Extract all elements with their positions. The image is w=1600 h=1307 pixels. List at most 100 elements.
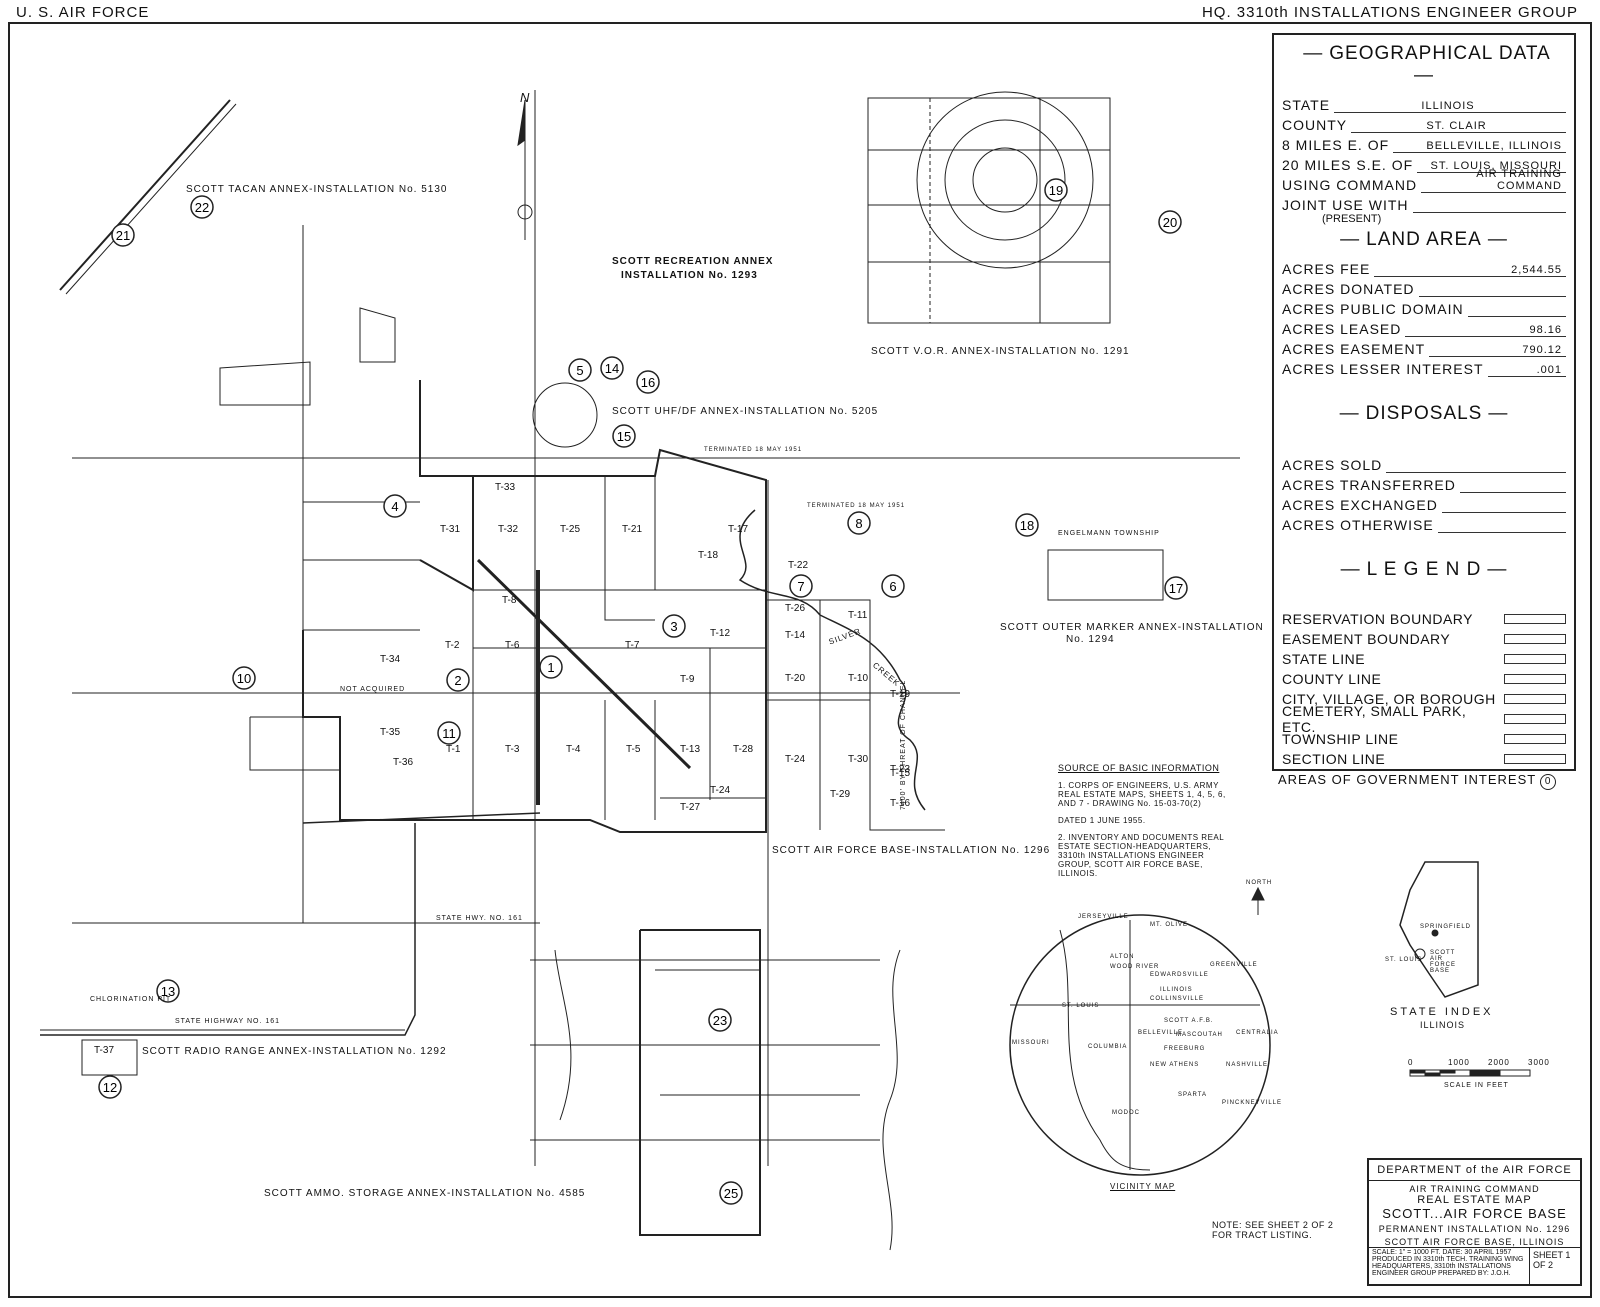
sheet-total: OF 2 [1533,1260,1554,1270]
legend-item: COUNTY LINE [1282,669,1566,689]
vicinity-place-label: WOOD RIVER [1110,964,1160,970]
disposal-row: ACRES OTHERWISE [1282,513,1566,533]
vicinity-place-label: NASHVILLE [1226,1062,1269,1068]
land-area-value: 790.12 [1429,344,1566,357]
area-marker-circle [847,511,871,535]
area-marker-number: 3 [670,619,677,634]
area-marker-circle [437,721,461,745]
present-note: (PRESENT) [1322,213,1382,225]
disposal-value-line [1437,532,1566,533]
source-info: SOURCE OF BASIC INFORMATION 1. CORPS OF … [1058,763,1228,886]
tract-label: T-20 [785,673,805,684]
tract-label: T-10 [848,673,868,684]
state-value: ILLINOIS [1334,100,1566,113]
distance-1-value: BELLEVILLE, ILLINOIS [1393,140,1566,153]
vicinity-place-label: PINCKNEYVILLE [1222,1100,1283,1106]
tract-label: T-29 [830,789,850,800]
vicinity-place-label: MASCOUTAH [1176,1032,1223,1038]
vicinity-place-label: MISSOURI [1012,1040,1050,1046]
scale-date-label: SCALE: 1" = 1000 FT. DATE: 30 APRIL 1957 [1372,1249,1512,1256]
legend-item-label: TOWNSHIP LINE [1282,731,1399,747]
header-right: HQ. 3310th INSTALLATIONS ENGINEER GROUP [1201,4,1578,21]
tract-label: T-17 [728,524,748,535]
tract-label: T-9 [680,674,695,685]
area-marker-circle [1164,576,1188,600]
legend-item: CEMETERY, SMALL PARK, ETC. [1282,703,1566,735]
scale-caption: SCALE IN FEET [1444,1082,1509,1089]
disposal-label: ACRES TRANSFERRED [1282,477,1456,493]
land-area-row: ACRES LESSER INTEREST.001 [1282,357,1566,377]
joint-use-value [1412,212,1566,213]
legend-title: L E G E N D [1282,559,1566,581]
index-scott-label: SCOTT AIR FORCE BASE [1430,950,1456,974]
disposal-row: ACRES TRANSFERRED [1282,473,1566,493]
legend-item-label: SECTION LINE [1282,751,1386,767]
area-marker-number: 13 [161,984,175,999]
area-marker-number: 4 [391,499,398,514]
area-marker-circle [156,979,180,1003]
sheet-number: SHEET 1 [1533,1250,1571,1260]
tract-label: T-8 [502,595,517,606]
springfield-label: SPRINGFIELD [1420,924,1472,930]
disposal-value-line [1386,472,1566,473]
tract-label: T-30 [848,754,868,765]
ammo-storage-annex-label: SCOTT AMMO. STORAGE ANNEX-INSTALLATION N… [264,1188,586,1199]
tract-label: T-4 [566,744,581,755]
tacan-annex-label: SCOTT TACAN ANNEX-INSTALLATION No. 5130 [186,184,448,195]
tract-listing-note: NOTE: SEE SHEET 2 OF 2 FOR TRACT LISTING… [1212,1220,1334,1240]
disposal-row: ACRES EXCHANGED [1282,493,1566,513]
area-marker-circle [600,356,624,380]
vicinity-place-label: JERSEYVILLE [1078,914,1129,920]
legend-swatch [1504,734,1566,744]
legend-item-label: COUNTY LINE [1282,671,1382,687]
area-marker-number: 18 [1020,518,1034,533]
tract-label: T-24 [710,785,730,796]
legend-item: CITY, VILLAGE, OR BOROUGH [1282,689,1566,709]
disposal-label: ACRES SOLD [1282,457,1383,473]
outer-marker-number: No. 1294 [1066,634,1115,645]
channel-note: 7400' BY THREAT OF CHANNEL [900,679,907,810]
source-item-1: 1. CORPS OF ENGINEERS, U.S. ARMY REAL ES… [1058,781,1226,808]
recreation-annex-label: SCOTT RECREATION ANNEX [612,256,774,267]
location-label: SCOTT AIR FORCE BASE, ILLINOIS [1384,1237,1565,1247]
joint-use-label: JOINT USE WITH [1282,197,1409,213]
permanent-installation-label: PERMANENT INSTALLATION No. 1296 [1378,1224,1571,1234]
area-marker-circle [1044,178,1068,202]
source-item-1-date: DATED 1 JUNE 1955. [1058,816,1146,825]
land-area-value [1467,316,1566,317]
using-command-label: USING COMMAND [1282,177,1418,193]
vicinity-north-label: NORTH [1246,880,1273,886]
area-marker-number: 10 [237,671,251,686]
title-block: DEPARTMENT of the AIR FORCE AIR TRAINING… [1367,1158,1582,1286]
area-marker-circle [111,223,135,247]
legend-item-label: RESERVATION BOUNDARY [1282,611,1474,627]
vicinity-place-label: ALTON [1110,954,1135,960]
legend-swatch [1504,714,1566,724]
legend-item: EASEMENT BOUNDARY [1282,629,1566,649]
legend-item-label: EASEMENT BOUNDARY [1282,631,1451,647]
area-marker-number: 5 [576,363,583,378]
area-marker-number: 16 [641,375,655,390]
uhf-annex-label: SCOTT UHF/DF ANNEX-INSTALLATION No. 5205 [612,406,879,417]
area-marker-circle [612,424,636,448]
land-area-label: ACRES FEE [1282,261,1371,277]
command-label: AIR TRAINING COMMAND [1409,1184,1540,1194]
land-area-value [1418,296,1566,297]
legend-item: TOWNSHIP LINE [1282,729,1566,749]
tract-label: T-13 [680,744,700,755]
tract-label: T-19 [890,689,910,700]
header-left: U. S. AIR FORCE [16,4,150,21]
afb-installation-label: SCOTT AIR FORCE BASE-INSTALLATION No. 12… [772,845,1051,856]
geo-title: GEOGRAPHICAL DATA [1282,43,1566,87]
tract-label: T-28 [733,744,753,755]
area-marker-circle [662,614,686,638]
recreation-annex-number: INSTALLATION No. 1293 [621,270,758,281]
disposal-label: ACRES OTHERWISE [1282,517,1434,533]
area-marker-circle [636,370,660,394]
area-marker-number: 11 [442,726,456,741]
tract-label: T-11 [848,610,868,621]
area-marker-number: 1 [547,660,554,675]
legend-swatch [1504,634,1566,644]
